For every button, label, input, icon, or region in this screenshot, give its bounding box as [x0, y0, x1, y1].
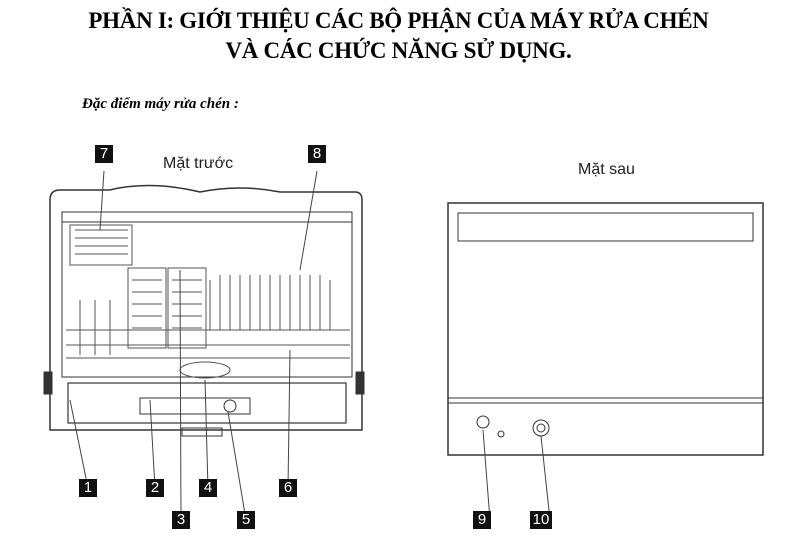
- front-view-caption: Mặt trước: [163, 155, 234, 172]
- part-label-2: 2: [146, 479, 164, 497]
- heading-line-2: VÀ CÁC CHỨC NĂNG SỬ DỤNG.: [225, 38, 572, 63]
- part-label-1: 1: [79, 479, 97, 497]
- part-label-3: 3: [172, 511, 190, 529]
- back-view-caption: Mặt sau: [578, 161, 635, 178]
- part-label-10: 10: [530, 511, 552, 529]
- part-label-8: 8: [308, 145, 326, 163]
- subheading: Đặc điểm máy rửa chén :: [82, 96, 239, 112]
- part-label-5: 5: [237, 511, 255, 529]
- front-view-drawing: [43, 170, 365, 521]
- part-label-4: 4: [199, 479, 217, 497]
- part-label-7: 7: [95, 145, 113, 163]
- part-label-6: 6: [279, 479, 297, 497]
- part-label-9: 9: [473, 511, 491, 529]
- back-view-drawing: [447, 202, 764, 521]
- heading-line-1: PHẦN I: GIỚI THIỆU CÁC BỘ PHẬN CỦA MÁY R…: [88, 8, 709, 33]
